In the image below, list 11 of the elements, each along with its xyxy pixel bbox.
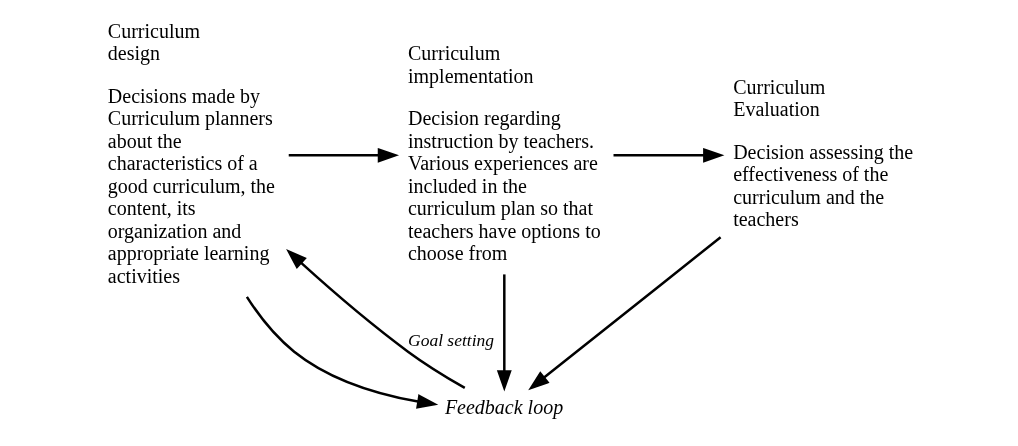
- arrow: [496, 273, 512, 391]
- node-text: Curriculum design Decisions made by Curriculum planners about the characteristics of a good curriculum, the content, its organization and appropriate learning activities: [107, 19, 276, 287]
- edge-label: Goal setting: [408, 329, 495, 350]
- arrow: [286, 248, 466, 389]
- node-text: Curriculum Evaluation Decision assessing the effectiveness of the curriculum and the teachers: [733, 75, 914, 230]
- node-text: Curriculum implementation Decision regarding instruction by teachers. Various experiences are included in the curriculum plan so that teachers have options to choose from: [408, 41, 601, 264]
- arrow: [288, 147, 400, 163]
- arrow: [528, 235, 722, 390]
- arrow: [245, 295, 439, 409]
- arrow: [613, 147, 725, 163]
- node-text: Feedback loop: [444, 395, 564, 418]
